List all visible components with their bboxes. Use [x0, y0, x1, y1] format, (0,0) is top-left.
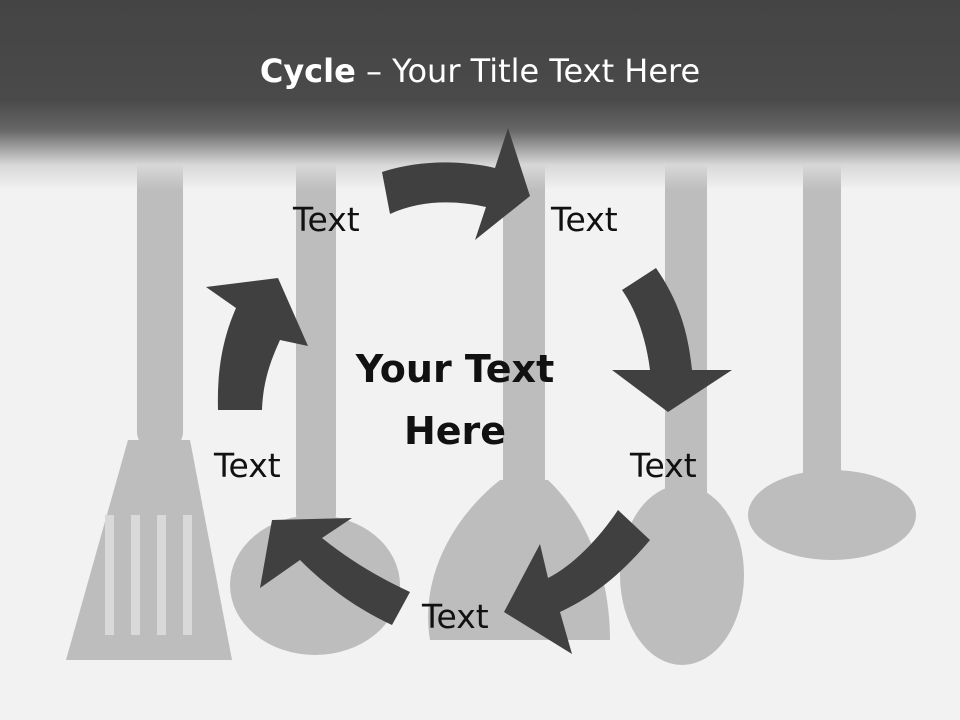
arrow-bottom-left: [260, 518, 410, 625]
title-bold: Cycle: [259, 52, 356, 90]
arrow-left: [206, 278, 308, 410]
spoon-image: [620, 110, 744, 665]
arrow-top: [382, 128, 530, 240]
slide-title: Cycle – Your Title Text Here: [0, 52, 960, 90]
label-left: Text: [214, 446, 281, 485]
title-rest: – Your Title Text Here: [355, 52, 701, 90]
arrow-right: [612, 268, 732, 412]
label-right: Text: [630, 446, 697, 485]
spatula-image: [66, 110, 232, 660]
label-top-right: Text: [551, 200, 618, 239]
label-top-left: Text: [293, 200, 360, 239]
arrow-bottom-right: [504, 510, 650, 654]
label-bottom: Text: [422, 597, 489, 636]
center-line-1: Your Text: [355, 347, 555, 391]
center-text: Your Text Here: [330, 338, 580, 462]
title-bar: [0, 0, 960, 190]
ladle-right-image: [748, 110, 916, 560]
center-line-2: Here: [403, 409, 507, 453]
